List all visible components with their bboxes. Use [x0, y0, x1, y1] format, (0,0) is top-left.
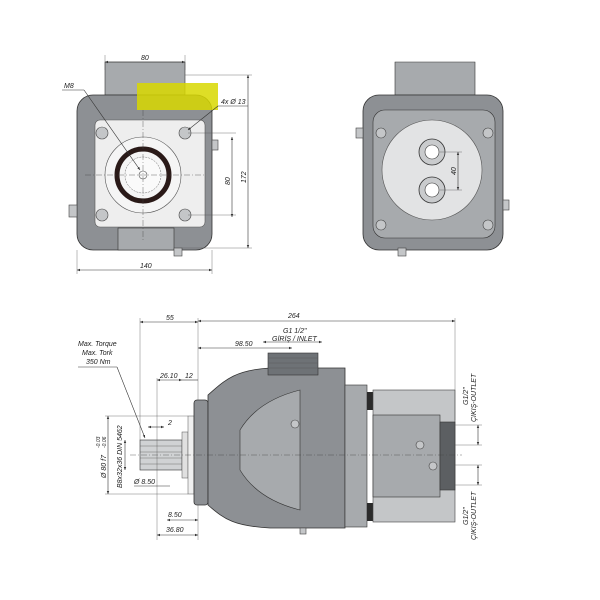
body-plug: [290, 419, 300, 429]
rear-side-plug: [355, 127, 364, 139]
dim-80-vertical: 80: [225, 177, 232, 185]
outlet-top-size: G1/2": [463, 387, 470, 405]
dim-2: 2: [167, 420, 172, 427]
torque-value: 350 Nm: [86, 359, 111, 366]
spline-spec: B8x32x36 DIN 5462: [117, 425, 124, 488]
rear-boss: [381, 119, 483, 221]
dim-55: 55: [166, 315, 174, 322]
thread-label: M8: [64, 83, 74, 90]
front-side-plug-right: [211, 139, 219, 151]
bolt-hole: [95, 126, 109, 140]
outlet-bottom-label: ÇIKIŞ-OUTLET: [471, 491, 478, 540]
dim-40: 40: [451, 167, 458, 175]
rear-bolt: [482, 219, 494, 231]
dim-140: 140: [140, 263, 152, 270]
rear-bolt: [375, 219, 387, 231]
dim-26-10: 26.10: [159, 373, 178, 380]
inlet-size: G1 1/2": [283, 328, 307, 335]
shaft-tol-upper: -0.03: [96, 436, 102, 448]
holes-label: 4x Ø 13: [221, 99, 246, 106]
outlet-threads: [439, 421, 456, 491]
front-lower-block: [117, 227, 175, 251]
inlet-label: GİRİŞ / INLET: [272, 335, 317, 343]
outlet-top-label: ÇIKIŞ-OUTLET: [471, 373, 478, 422]
shaft-diameter: Ø 80 f7: [101, 454, 108, 479]
hole-diameter: Ø 8.50: [133, 479, 155, 486]
highlight-box: [137, 83, 218, 110]
dim-264: 264: [287, 313, 300, 320]
front-view: 80 M8 4x Ø 13 80 172 140: [62, 55, 252, 274]
rear-view: 40: [355, 61, 510, 257]
intermediate-plate: [344, 384, 368, 528]
outlet-bottom-size: G1/2": [463, 507, 470, 525]
front-drain-plug: [173, 247, 183, 257]
torque-label-en: Max. Torque: [78, 341, 117, 348]
bolt-hole: [95, 208, 109, 222]
dim-36-80: 36.80: [166, 527, 184, 534]
rear-bolt: [482, 127, 494, 139]
inlet-thread: [267, 352, 319, 376]
dim-98-50: 98.50: [235, 341, 253, 348]
dim-172: 172: [241, 171, 248, 183]
front-side-plug: [68, 204, 78, 218]
body-recess: [239, 389, 301, 511]
rear-bolt: [375, 127, 387, 139]
rear-neck: [394, 61, 476, 96]
dim-8-50: 8.50: [168, 512, 182, 519]
side-view: 55 264 98.50 G1 1/2" GİRİŞ / INLET Max. …: [78, 313, 482, 540]
cover-center: [372, 414, 441, 498]
dim-80-top: 80: [141, 55, 149, 62]
shaft-tol-lower: -0.06: [102, 436, 108, 448]
mount-flange: [193, 399, 209, 506]
torque-label-tr: Max. Tork: [82, 350, 113, 357]
dim-12: 12: [185, 373, 193, 380]
